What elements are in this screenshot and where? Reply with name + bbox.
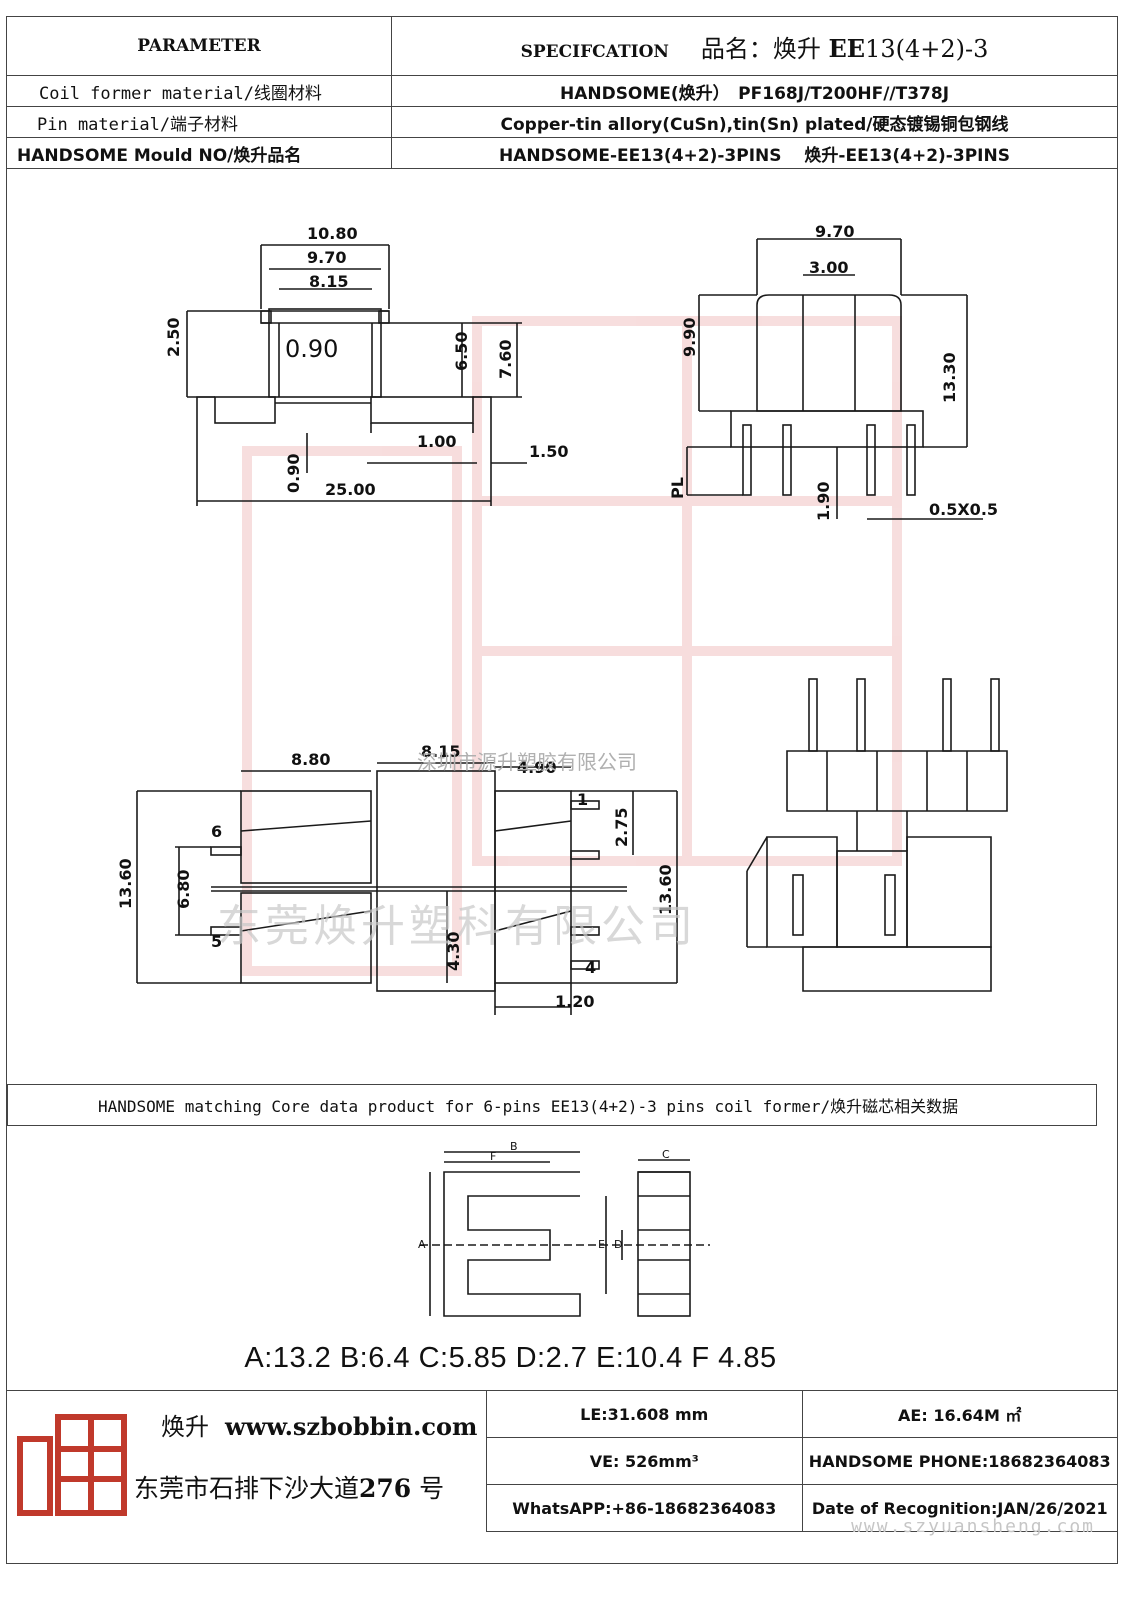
front-dim-e: 0.90 (285, 335, 338, 363)
side-dim-e: PL (668, 477, 687, 499)
core-data-band: HANDSOME matching Core data product for … (7, 1084, 1097, 1126)
pin-material-label: Pin material/端子材料 (6, 106, 392, 138)
bottom-dim-g: 13.60 (656, 864, 675, 915)
isometric-view (746, 678, 1008, 992)
technical-drawing-area: 10.80 9.70 8.15 2.50 0.90 6.50 7.60 1.00… (7, 171, 1117, 1083)
core-label-a: A (418, 1238, 426, 1251)
side-dim-d: 13.30 (940, 352, 959, 403)
core-label-d: D (614, 1238, 622, 1251)
pin-material-value: Copper-tin allory(CuSn),tin(Sn) plated/硬… (391, 106, 1118, 138)
core-data-title: HANDSOME matching Core data product for … (98, 1097, 959, 1116)
bottom-dim-i: 1.20 (555, 992, 594, 1011)
bottom-dim-d: 13.60 (116, 858, 135, 909)
spec-label: SPECIFCATION (520, 41, 669, 62)
side-dim-a: 9.70 (815, 222, 854, 241)
bottom-dim-c: 4.90 (517, 758, 556, 777)
le-value: LE:31.608 mm (486, 1390, 803, 1438)
ve-value: VE: 526mm³ (486, 1437, 803, 1485)
bottom-dim-h: 4.30 (444, 932, 463, 971)
front-dim-h: 1.00 (417, 432, 456, 451)
front-dim-b: 9.70 (307, 248, 346, 267)
core-label-f: F (490, 1150, 496, 1163)
bottom-dim-f: 2.75 (612, 808, 631, 847)
whatsapp-value: WhatsAPP:+86-18682364083 (486, 1484, 803, 1532)
side-view (686, 238, 983, 520)
model-name: 品名：焕升 EE13(4+2)-3 (700, 33, 989, 63)
recognition-date: Date of Recognition:JAN/26/2021 (801, 1484, 1118, 1532)
front-view (186, 244, 527, 506)
coil-material-value: HANDSOME(焕升） PF168J/T200HF//T378J (391, 75, 1118, 107)
side-dim-b: 3.00 (809, 258, 848, 277)
drawing-svg: 10.80 9.70 8.15 2.50 0.90 6.50 7.60 1.00… (116, 222, 1008, 1015)
coil-material-label: Coil former material/线圈材料 (6, 75, 392, 107)
mould-no-label: HANDSOME Mould NO/焕升品名 (6, 137, 392, 169)
core-label-e: E (598, 1238, 605, 1251)
pin-label-1: 1 (577, 790, 588, 809)
front-dim-c: 8.15 (309, 272, 348, 291)
footer-data-table: LE:31.608 mm AE: 16.64M ㎡ VE: 526mm³ HAN… (486, 1390, 1118, 1532)
spec-header-table: PARAMETER SPECIFCATION 品名：焕升 EE13(4+2)-3… (6, 16, 1118, 169)
bottom-dim-a: 8.80 (291, 750, 330, 769)
mould-no-value: HANDSOME-EE13(4+2)-3PINS 焕升-EE13(4+2)-3P… (391, 137, 1118, 169)
company-address: 东莞市石排下沙大道276 号 (134, 1474, 445, 1503)
watermark-company-1: 深圳市源升塑胶有限公司 (417, 750, 637, 774)
front-dim-d: 2.50 (164, 318, 183, 357)
pin-label-6: 6 (211, 822, 222, 841)
side-dim-f: 1.90 (814, 482, 833, 521)
core-label-b: B (510, 1140, 518, 1153)
front-dim-f: 6.50 (452, 332, 471, 371)
background-logo-watermark (242, 316, 902, 976)
website-link[interactable]: www.szbobbin.com (225, 1412, 478, 1441)
front-dim-g: 7.60 (496, 340, 515, 379)
front-dim-k: 25.00 (325, 480, 376, 499)
side-dim-g: 0.5X0.5 (929, 500, 998, 519)
pin-label-5: 5 (211, 932, 222, 951)
phone-value: HANDSOME PHONE:18682364083 (801, 1437, 1118, 1485)
company-logo-icon (17, 1414, 127, 1516)
core-shape-drawing: B F C A E D (418, 1140, 710, 1317)
core-label-c: C (662, 1148, 670, 1161)
front-dim-a: 10.80 (307, 224, 358, 243)
bottom-dim-b: 8.15 (421, 742, 460, 761)
specification-heading: SPECIFCATION 品名：焕升 EE13(4+2)-3 (391, 16, 1118, 76)
bottom-dim-e: 6.80 (174, 870, 193, 909)
front-dim-i: 1.50 (529, 442, 568, 461)
bottom-view (136, 762, 678, 1015)
side-dim-c: 9.90 (680, 318, 699, 357)
ae-value: AE: 16.64M ㎡ (801, 1390, 1118, 1438)
watermark-url: www.szyuansheng.com (851, 1516, 1095, 1537)
pin-label-4: 4 (585, 958, 596, 977)
watermark-company-2: 东莞焕升塑科有限公司 (217, 901, 697, 952)
front-dim-j: 0.90 (284, 454, 303, 493)
core-dimensions: A:13.2 B:6.4 C:5.85 D:2.7 E:10.4 F 4.85 (244, 1342, 777, 1374)
parameter-heading: PARAMETER (6, 16, 392, 76)
